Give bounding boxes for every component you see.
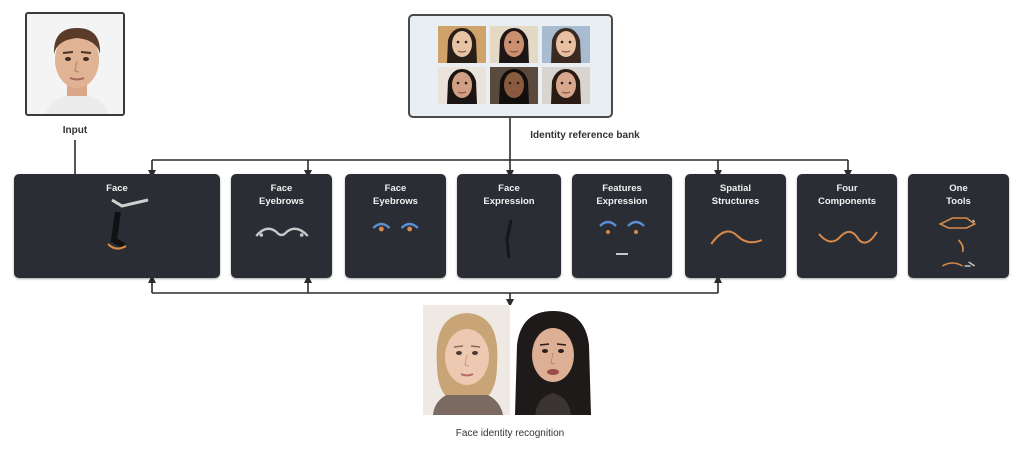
input-caption: Input	[62, 125, 88, 136]
reference-face-thumbnail	[490, 26, 538, 63]
reference-caption: Identity reference bank	[530, 130, 640, 141]
feature-card-nose: Face Expression	[457, 174, 561, 278]
reference-face-thumbnail	[542, 26, 590, 63]
feature-card-eyebrow: Face Eyebrows	[231, 174, 332, 278]
feature-card-eyes: Face Eyebrows	[345, 174, 446, 278]
output-image	[423, 305, 598, 415]
eyebrow-curve-icon	[255, 227, 309, 237]
input-portrait-frame	[25, 12, 125, 116]
reference-face-thumbnail	[438, 26, 486, 63]
reference-face-thumbnail	[490, 67, 538, 104]
feature-card-title: Face Eyebrows	[259, 183, 304, 207]
feature-card-title: Four Components	[817, 183, 877, 207]
reference-face-thumbnail	[542, 67, 590, 104]
reference-grid-frame	[408, 14, 613, 118]
reference-face-thumbnail	[438, 67, 486, 104]
feature-card-spatial: Spatial Structures	[685, 174, 786, 278]
feature-card-features: Features Expression	[572, 174, 672, 278]
feature-card-title: Face	[106, 183, 128, 194]
feature-card-four: Four Components	[797, 174, 897, 278]
nose-icon	[505, 219, 513, 259]
reference-grid	[438, 26, 590, 104]
feature-card-title: Face Eyebrows	[373, 183, 418, 207]
lip-parts-icon	[938, 217, 977, 267]
wave-icon	[818, 230, 878, 244]
output-face-left	[423, 305, 510, 415]
output-face-right	[510, 305, 598, 415]
feature-card-title: Spatial Structures	[711, 183, 760, 207]
feature-card-title: Face Expression	[483, 183, 535, 207]
input-portrait-image	[27, 14, 123, 114]
output-caption: Face identity recognition	[455, 428, 565, 439]
feature-card-one: One Tools	[908, 174, 1009, 278]
eyes-icon	[372, 222, 419, 232]
face-shape-icon	[107, 198, 149, 250]
eyes-mouth-icon	[599, 220, 645, 255]
feature-card-title: One Tools	[946, 183, 971, 207]
feature-card-face: Face	[14, 174, 220, 278]
feature-card-title: Features Expression	[596, 183, 648, 207]
curve-icon	[710, 230, 763, 245]
